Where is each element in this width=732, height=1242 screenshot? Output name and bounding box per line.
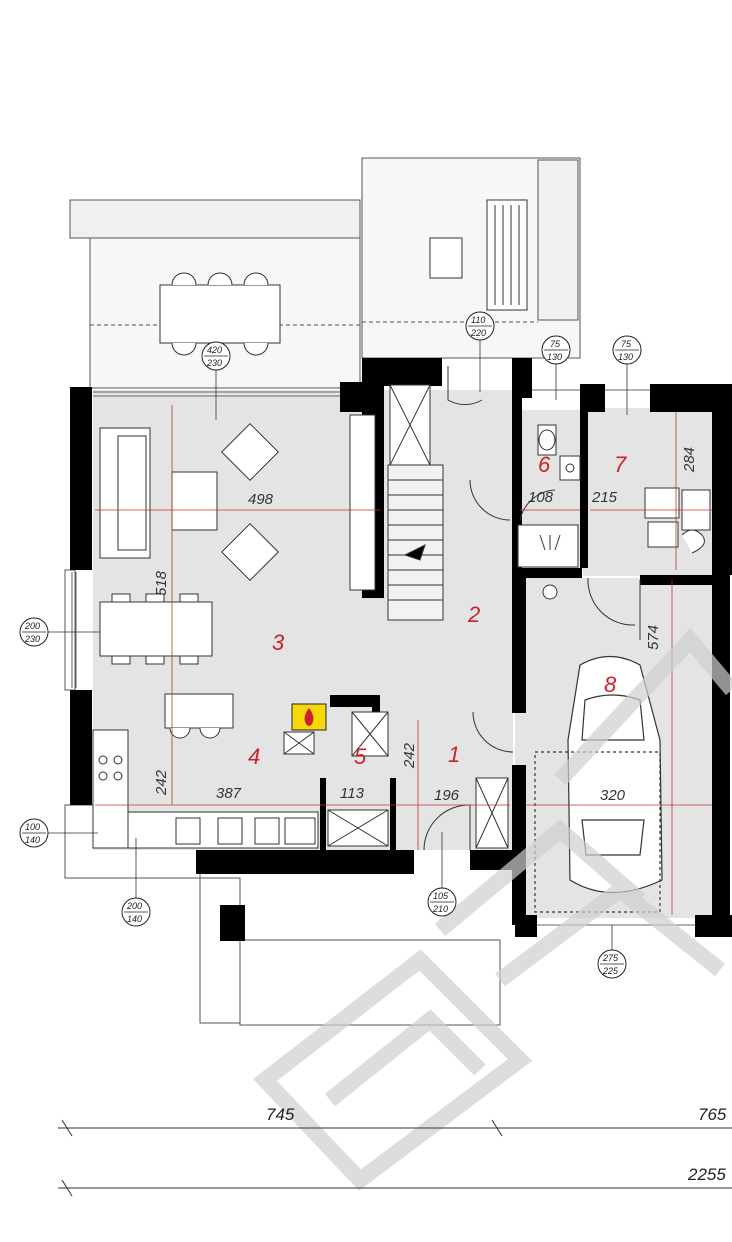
dim-hall-width: 196 bbox=[434, 787, 460, 804]
window-bubble-south: 200 140 bbox=[121, 897, 151, 927]
dim-utility-height: 284 bbox=[681, 447, 698, 473]
dim-kitchen-height: 242 bbox=[153, 769, 170, 796]
terrace-outline bbox=[64, 157, 581, 1026]
window-bubble-top: 110 220 bbox=[465, 311, 495, 341]
window-bubble-garage-door: 275 225 bbox=[597, 949, 627, 979]
window-south-bottom: 140 bbox=[127, 914, 142, 924]
window-callout-lines bbox=[48, 340, 628, 950]
dim-bath-width: 108 bbox=[528, 489, 554, 506]
dim-pantry-width: 113 bbox=[340, 785, 365, 802]
window-bubble-utility: 75 130 bbox=[612, 335, 642, 365]
room-number-1: 1 bbox=[448, 742, 460, 767]
room-number-8: 8 bbox=[604, 672, 617, 697]
window-bubble-terrace-door: 420 230 bbox=[201, 341, 231, 371]
room-number-7: 7 bbox=[614, 452, 627, 477]
room-number-3: 3 bbox=[272, 630, 285, 655]
window-bubble-kitchen: 100 140 bbox=[19, 818, 49, 848]
window-top-top: 110 bbox=[471, 315, 485, 325]
window-entry-door-top: 105 bbox=[433, 891, 449, 901]
window-top-bottom: 220 bbox=[470, 328, 486, 338]
window-bubble-entry-door: 105 210 bbox=[427, 887, 457, 917]
room-number-6: 6 bbox=[538, 452, 551, 477]
window-bubble-west: 200 230 bbox=[19, 617, 49, 647]
fireplace bbox=[291, 703, 327, 731]
room-number-4: 4 bbox=[248, 744, 260, 769]
total-right-segment: 765 bbox=[698, 1105, 727, 1124]
window-kitchen-bottom: 140 bbox=[25, 835, 40, 845]
dim-utility-width: 215 bbox=[591, 489, 618, 506]
kitchen bbox=[92, 711, 389, 849]
bathroom-fixtures bbox=[517, 424, 581, 600]
window-utility-top: 75 bbox=[621, 339, 632, 349]
window-utility-bottom: 130 bbox=[618, 352, 633, 362]
terrace-furniture bbox=[159, 199, 528, 356]
living-furniture bbox=[99, 423, 279, 739]
overall-dimensions bbox=[58, 1119, 732, 1197]
window-terrace-door-top: 420 bbox=[207, 345, 222, 355]
window-bath-top: 75 bbox=[550, 339, 561, 349]
window-garage-door-bottom: 225 bbox=[602, 966, 619, 976]
room-number-2: 2 bbox=[467, 602, 480, 627]
window-bath-bottom: 130 bbox=[547, 352, 562, 362]
dim-pantry-height: 242 bbox=[401, 742, 418, 769]
window-terrace-door-bottom: 230 bbox=[206, 358, 222, 368]
dimension-lines bbox=[95, 405, 712, 915]
dim-garage-height: 574 bbox=[645, 625, 662, 650]
window-entry-door-bottom: 210 bbox=[432, 904, 448, 914]
total-left-segment: 745 bbox=[266, 1105, 295, 1124]
window-garage-door-top: 275 bbox=[602, 953, 619, 963]
dim-garage-width: 320 bbox=[600, 787, 626, 804]
watermark-logo bbox=[253, 627, 732, 1191]
window-bubble-bath: 75 130 bbox=[541, 335, 571, 365]
walls bbox=[70, 358, 732, 941]
total-overall: 2255 bbox=[687, 1165, 726, 1184]
dim-living-height: 518 bbox=[153, 570, 170, 596]
dim-kitchen-width: 387 bbox=[216, 785, 242, 802]
window-kitchen-top: 100 bbox=[25, 822, 40, 832]
window-south-top: 200 bbox=[126, 901, 142, 911]
window-west-bottom: 230 bbox=[24, 634, 40, 644]
entry-closet bbox=[475, 777, 509, 849]
dim-living-width: 498 bbox=[248, 491, 274, 508]
window-west-top: 200 bbox=[24, 621, 40, 631]
room-number-5: 5 bbox=[354, 744, 367, 769]
staircase bbox=[349, 384, 444, 621]
